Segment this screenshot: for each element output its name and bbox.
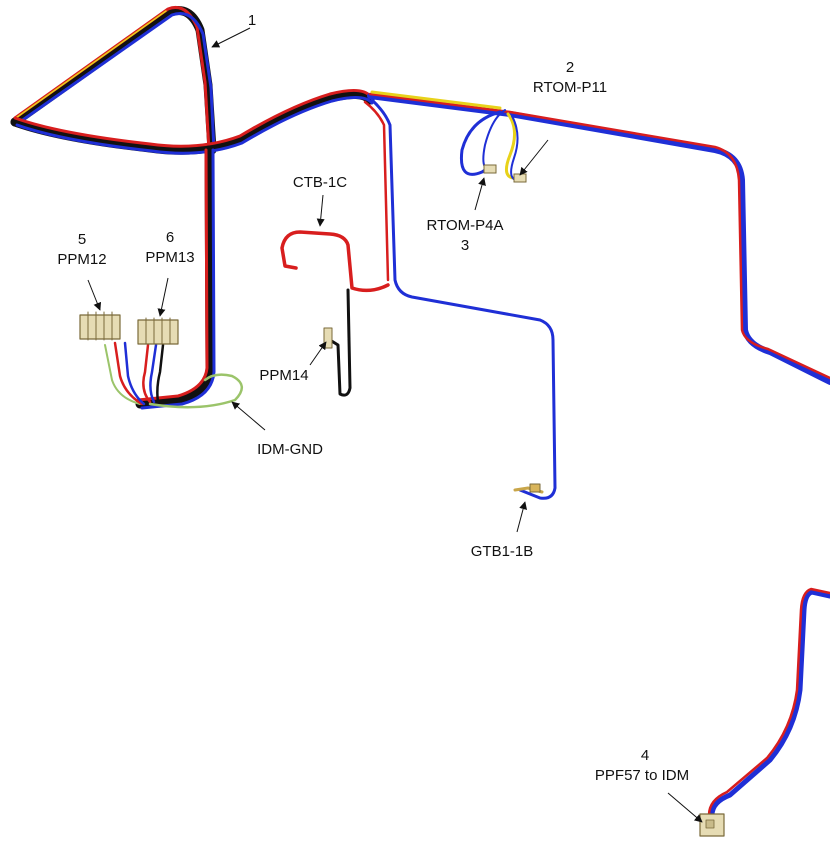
leader-arrows: [87, 27, 703, 823]
leader-rtom-p11: [519, 139, 549, 176]
gtb1-1b-terminal: [529, 483, 541, 493]
label-ppm13: PPM13: [145, 249, 194, 266]
leader-rtom-p4a: [474, 177, 486, 211]
label-ctb-1c: CTB-1C: [293, 174, 347, 191]
leader-ctb: [316, 194, 325, 227]
right-harness-run: [367, 90, 830, 385]
label-ppm12: PPM12: [57, 251, 106, 268]
rtom-loops: [459, 109, 527, 183]
ppm13-connector: [137, 317, 179, 345]
leader-item1: [211, 27, 251, 48]
leader-ppm13: [157, 277, 169, 317]
main-harness-bundle: [10, 6, 375, 410]
left-breakout: [79, 311, 243, 409]
rtom-p4a-connector: [483, 164, 497, 174]
label-item5-number: 5: [78, 231, 86, 248]
ppm14-connector: [323, 327, 333, 349]
label-rtom-p4a: RTOM-P4A: [427, 217, 504, 234]
lower-right-harness: [699, 587, 830, 837]
label-gtb1-1b: GTB1-1B: [471, 543, 534, 560]
middle-drop-harness: [280, 98, 557, 500]
leader-ppm14: [309, 341, 327, 366]
leader-idm-gnd: [231, 401, 266, 431]
ppf57-connector: [699, 813, 725, 837]
label-item6-number: 6: [166, 229, 174, 246]
label-rtom-p11: RTOM-P11: [533, 79, 607, 96]
rtom-p11-connector: [513, 173, 527, 183]
label-ppm14: PPM14: [259, 367, 308, 384]
label-idm-gnd: IDM-GND: [257, 441, 323, 458]
leader-gtb: [516, 501, 528, 533]
label-ppf57-to-idm: PPF57 to IDM: [595, 767, 689, 784]
leader-ppm12: [87, 279, 102, 311]
leader-ppf57: [667, 792, 703, 823]
label-item1-number: 1: [248, 12, 256, 29]
ppm12-connector: [79, 311, 121, 341]
label-item4-number: 4: [641, 747, 649, 764]
label-item2-number: 2: [566, 59, 574, 76]
label-item3-number: 3: [461, 237, 469, 254]
